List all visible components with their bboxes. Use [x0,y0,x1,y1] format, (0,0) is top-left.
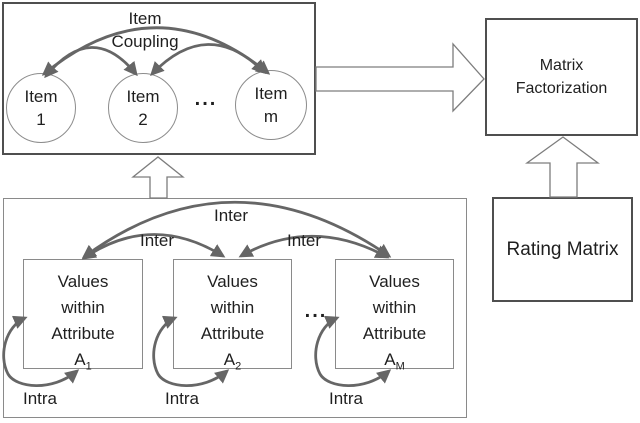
inter-label-left: Inter [139,231,175,250]
item-m-label-line1: Item [254,84,288,103]
attribute-2-line2: within [210,298,255,317]
block-arrow-items-to-factorization [315,42,485,113]
rating-matrix-label: Rating Matrix [506,239,619,260]
matrix-factorization-label-line2: Factorization [515,80,608,97]
item-coupling-label-line1: Item [128,9,162,28]
item-1-label-line1: Item [24,87,58,106]
matrix-factorization-label-line1: Matrix [539,57,584,74]
attribute-m-symbol: AM [384,350,405,373]
item-m-label-line2: m [263,107,279,126]
inter-label-top: Inter [213,206,249,225]
attribute-m-line1: Values [369,272,420,291]
intra-label-3: Intra [328,389,364,408]
attribute-m-line3: Attribute [362,324,427,343]
attribute-box-1: Values within Attribute A1 [23,259,143,372]
item-circle-2: Item 2 [108,73,178,143]
item-1-label-line2: 1 [36,110,46,129]
attribute-2-line1: Values [207,272,258,291]
item-2-label-line2: 2 [138,110,148,129]
attribute-box-m: Values within Attribute AM [335,259,454,372]
block-arrow-attributes-to-items [131,156,185,199]
item-circle-m: Item m [235,70,307,140]
attribute-1-line1: Values [57,272,109,291]
ellipsis-attributes: ... [304,300,328,322]
attribute-1-line3: Attribute [51,324,115,343]
item-circle-1: Item 1 [6,73,76,143]
inter-label-right: Inter [286,231,322,250]
item-coupling-label: Item Coupling [75,7,215,53]
attribute-2-symbol: A2 [223,350,242,373]
attribute-box-2: Values within Attribute A2 [173,259,292,372]
attribute-1-line2: within [61,298,105,317]
attribute-2-line3: Attribute [200,324,265,343]
matrix-factorization-box: Matrix Factorization [485,18,638,136]
attribute-m-line2: within [372,298,417,317]
item-2-label-line1: Item [126,87,160,106]
attribute-1-symbol: A1 [74,350,92,373]
intra-label-2: Intra [164,389,200,408]
item-coupling-label-line2: Coupling [111,32,179,51]
intra-label-1: Intra [22,389,58,408]
rating-matrix-box: Rating Matrix [492,197,633,302]
ellipsis-items: ... [194,88,218,110]
block-arrow-rating-to-factorization [524,136,600,198]
